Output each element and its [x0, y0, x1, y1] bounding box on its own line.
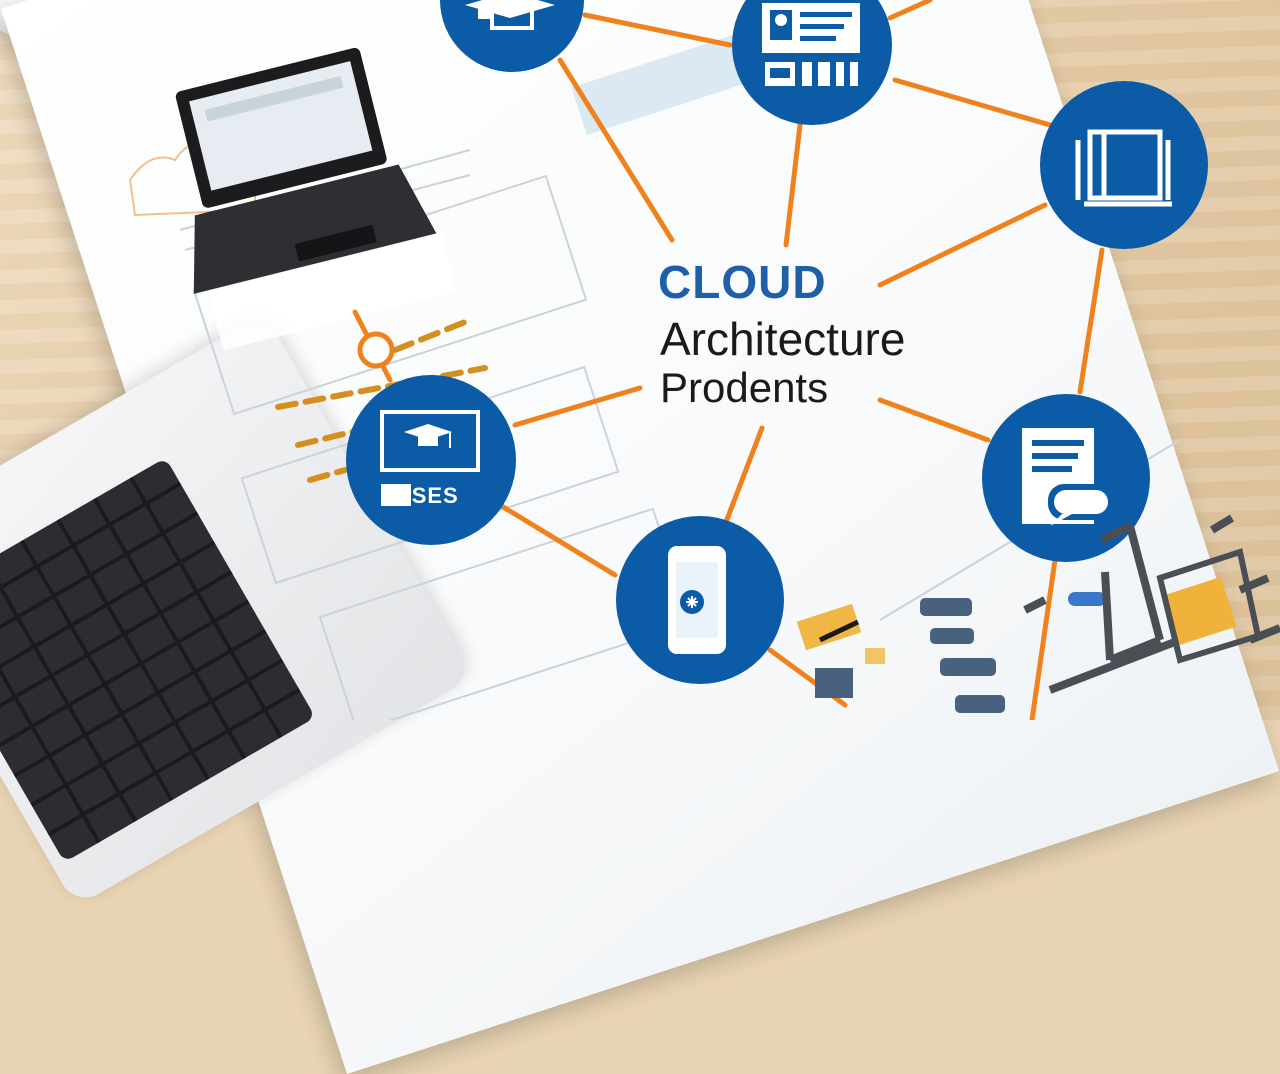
- document-chat-node: [982, 394, 1150, 562]
- id-card-icon: [762, 3, 860, 86]
- junction-node: [357, 331, 395, 369]
- laptop-illustration: [175, 47, 457, 351]
- mobile-node: [616, 516, 784, 684]
- books-icon: [1075, 129, 1172, 207]
- graduation-cap-icon: [465, 0, 555, 30]
- monitor-course-node: [346, 375, 516, 545]
- monitor-graduation-icon: [380, 410, 480, 506]
- diagram-title: CLOUD: [658, 256, 827, 308]
- document-chat-icon: [1022, 428, 1114, 526]
- graduation-cap-node: [440, 0, 584, 72]
- diagram-subtitle-line1: Architecture: [660, 313, 906, 365]
- architecture-diagram: [128, 0, 1280, 720]
- diagram-subtitle-line2: Prodents: [660, 364, 829, 411]
- connectors: [352, 0, 1105, 720]
- lses-label: LSES: [397, 483, 459, 508]
- id-card-node: [732, 0, 892, 125]
- smartphone-icon: [668, 546, 726, 654]
- dashed-flow-lines: [275, 319, 488, 483]
- books-node: [1040, 81, 1208, 249]
- flow-chart-sketch: [796, 514, 1280, 713]
